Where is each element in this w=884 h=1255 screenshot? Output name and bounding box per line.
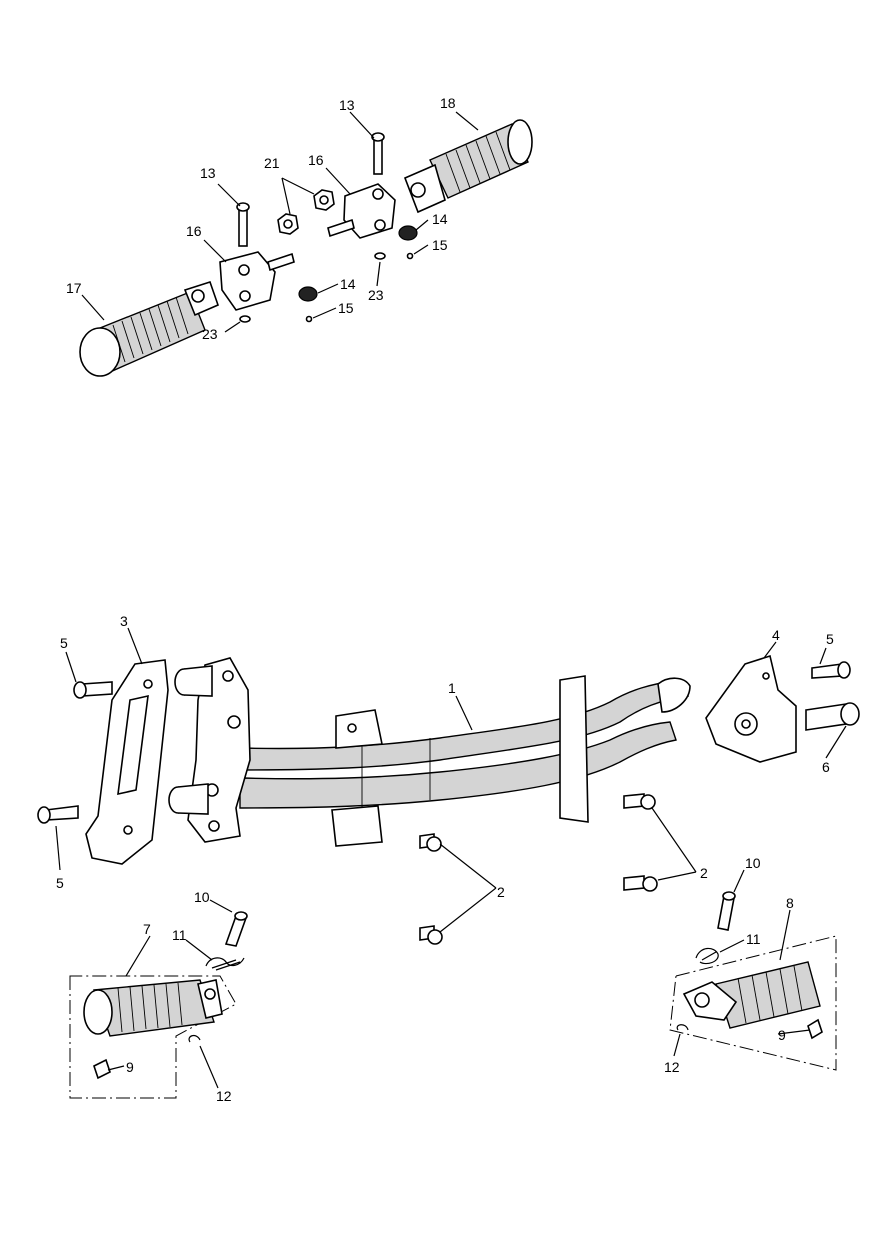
callout-5: 5 [56,875,64,891]
callout-14: 14 [432,211,448,227]
callout-17: 17 [66,280,82,296]
callout-6: 6 [822,759,830,775]
footrest-frame-1 [168,657,691,847]
callout-12: 12 [216,1088,232,1104]
footrest-rubber-17 [79,281,219,377]
callout-11: 11 [172,927,187,943]
callout-5: 5 [60,635,68,651]
circlip-12 [188,1024,689,1043]
callout-10: 10 [194,889,210,905]
callout-16: 16 [308,152,324,168]
callout-2: 2 [497,884,505,900]
pivot-pin-10 [224,891,736,947]
callout-12: 12 [664,1059,680,1075]
footrest-hanger-16-left [219,251,295,311]
callout-13: 13 [200,165,216,181]
callout-8: 8 [786,895,794,911]
bolt-6 [805,702,860,731]
callout-21: 21 [264,155,280,171]
callout-labels: 13 18 21 16 13 16 14 15 14 15 23 17 23 1… [56,95,834,1104]
callout-1: 1 [448,680,456,696]
bolt-5 [37,661,851,824]
callout-3: 3 [120,613,128,629]
screw-2 [419,793,658,945]
callout-13: 13 [339,97,355,113]
clevis-pin-13-right [371,132,385,175]
callout-7: 7 [143,921,151,937]
footrest-7 [69,975,237,1099]
footrest-8 [669,935,837,1071]
callout-4: 4 [772,627,780,643]
leader-lines [55,111,847,1089]
footrest-hanger-16-right [327,183,396,239]
detent-spring-14 [298,225,418,302]
callout-2: 2 [700,865,708,881]
callout-15: 15 [432,237,448,253]
clevis-pin-13-left [236,202,250,247]
callout-5: 5 [826,631,834,647]
footrest-rubber-18 [403,119,533,214]
callout-14: 14 [340,276,356,292]
callout-11: 11 [746,931,761,947]
return-spring-11 [205,947,719,971]
callout-10: 10 [745,855,761,871]
callout-23: 23 [368,287,384,303]
washer-23 [239,252,386,323]
detent-ball-15 [305,252,414,323]
callout-23: 23 [202,326,218,342]
drain-plug-9 [93,1018,823,1080]
callout-18: 18 [440,95,456,111]
callout-9: 9 [126,1059,134,1075]
callout-16: 16 [186,223,202,239]
nut-21 [277,189,335,235]
mounting-plate-4 [705,654,797,763]
mounting-plate-3 [85,659,169,865]
callout-15: 15 [338,300,354,316]
callout-9: 9 [778,1027,786,1043]
